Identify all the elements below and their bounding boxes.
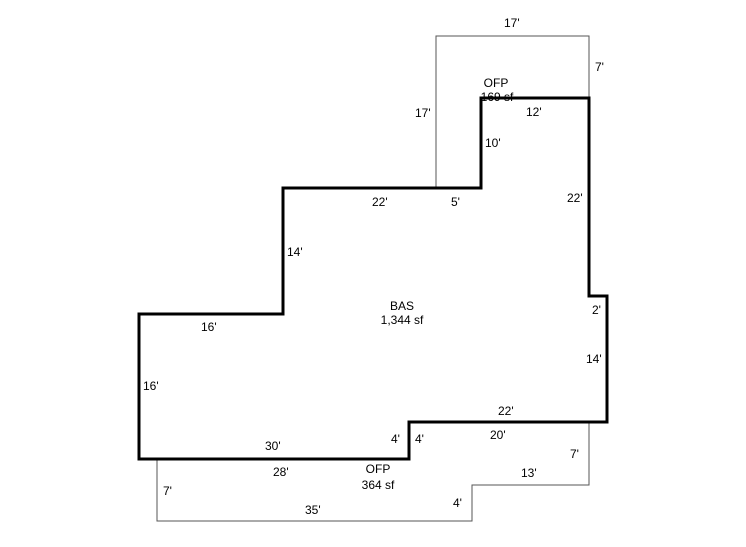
dim-bas-right-upper: 22' (567, 191, 583, 205)
dim-ofp-bottom-top-right: 20' (490, 428, 506, 442)
dim-bas-right-notch: 2' (592, 303, 601, 317)
dim-ofp-bottom-left: 7' (163, 484, 172, 498)
dim-bas-bottom-right: 22' (498, 404, 514, 418)
ofp-top-size: 169 sf (481, 90, 514, 104)
bas-name: BAS (390, 299, 414, 313)
ofp-bottom-size: 364 sf (362, 478, 395, 492)
bas-size: 1,344 sf (381, 313, 424, 327)
dim-ofp-bottom-bottom: 35' (305, 503, 321, 517)
dim-bas-step-left: 5' (451, 195, 460, 209)
dim-ofp-bottom-right: 7' (570, 447, 579, 461)
dim-bas-top-right: 12' (526, 105, 542, 119)
dim-ofp-bottom-lower-right-top: 13' (521, 466, 537, 480)
dim-bas-bottom-left: 30' (265, 439, 281, 453)
dim-bas-bottom-step: 4' (391, 432, 400, 446)
dim-bas-upper-left: 14' (287, 245, 303, 259)
bas-outline (137, 96, 609, 461)
ofp-top-name: OFP (484, 76, 509, 90)
dim-bas-left-side: 16' (143, 379, 159, 393)
dim-ofp-top-right: 7' (595, 60, 604, 74)
dim-ofp-bottom-lower-step: 4' (453, 496, 462, 510)
dim-ofp-top-left: 17' (415, 106, 431, 120)
dim-bas-right-lower: 14' (586, 352, 602, 366)
dim-bas-step-up: 10' (485, 136, 501, 150)
dim-ofp-top-top: 17' (504, 16, 520, 30)
dim-bas-left-top: 16' (201, 320, 217, 334)
dim-bas-upper-top: 22' (372, 195, 388, 209)
ofp-top-outline (435, 35, 590, 188)
dim-ofp-bottom-step: 4' (415, 432, 424, 446)
dim-ofp-bottom-top-left: 28' (273, 465, 289, 479)
ofp-bottom-outline (156, 422, 590, 522)
ofp-bottom-name: OFP (366, 462, 391, 476)
